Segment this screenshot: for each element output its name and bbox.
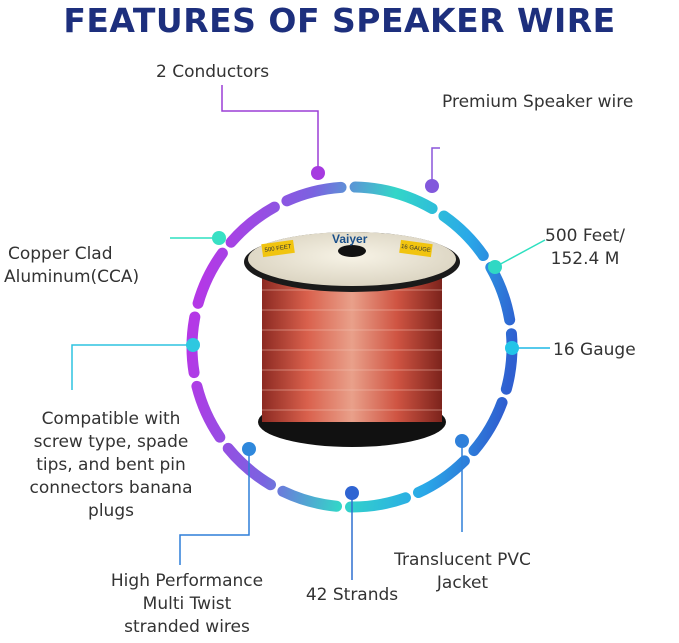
leader-conductors [221,85,319,173]
spool-label-left: 500 FEET [264,244,292,254]
spool-brand: Vaiyer [332,232,368,246]
leader-length [494,239,546,268]
dot-conductors [311,166,325,180]
page-title: FEATURES OF SPEAKER WIRE [63,1,616,40]
label-twist-line3: stranded wires [124,617,250,637]
label-length: 500 Feet/ 152.4 M [545,225,625,271]
leader-compat [71,344,193,390]
dot-cca [212,231,226,245]
label-compat-line2: screw type, spade [33,432,189,452]
label-length-line1: 500 Feet/ [545,226,626,246]
label-twist: High Performance Multi Twist stranded wi… [82,570,292,639]
dot-strands [345,486,359,500]
label-cca-line1: Copper Clad [8,244,113,264]
wire-spool-image [244,232,460,447]
label-length-line2: 152.4 M [550,249,620,269]
label-twist-line2: Multi Twist [142,594,232,614]
dot-compat [186,338,200,352]
label-conductors: 2 Conductors [156,62,270,82]
label-gauge: 16 Gauge [553,340,636,360]
dot-length [488,260,502,274]
label-cca: Copper Clad Aluminum(CCA) [4,243,139,289]
leader-premium [431,147,440,186]
label-compat-line5: plugs [88,501,134,521]
label-compat-line3: tips, and bent pin [36,455,186,475]
label-compat-line4: connectors banana [29,478,193,498]
spool-label-right: 16 GAUGE [401,244,432,254]
label-strands: 42 Strands [305,585,399,605]
label-premium: Premium Speaker wire [442,92,634,112]
label-compat-line1: Compatible with [41,409,181,429]
dot-gauge [505,341,519,355]
dot-jacket [455,434,469,448]
label-jacket-line2: Jacket [436,573,489,593]
label-compat: Compatible with screw type, spade tips, … [6,408,216,523]
label-jacket: Translucent PVC Jacket [380,549,545,595]
feature-ring [186,181,518,513]
leader-twist [179,449,250,565]
label-jacket-line1: Translucent PVC [394,550,531,570]
dot-twist [242,442,256,456]
label-cca-line2: Aluminum(CCA) [4,267,140,287]
dot-premium [425,179,439,193]
label-twist-line1: High Performance [110,571,264,591]
